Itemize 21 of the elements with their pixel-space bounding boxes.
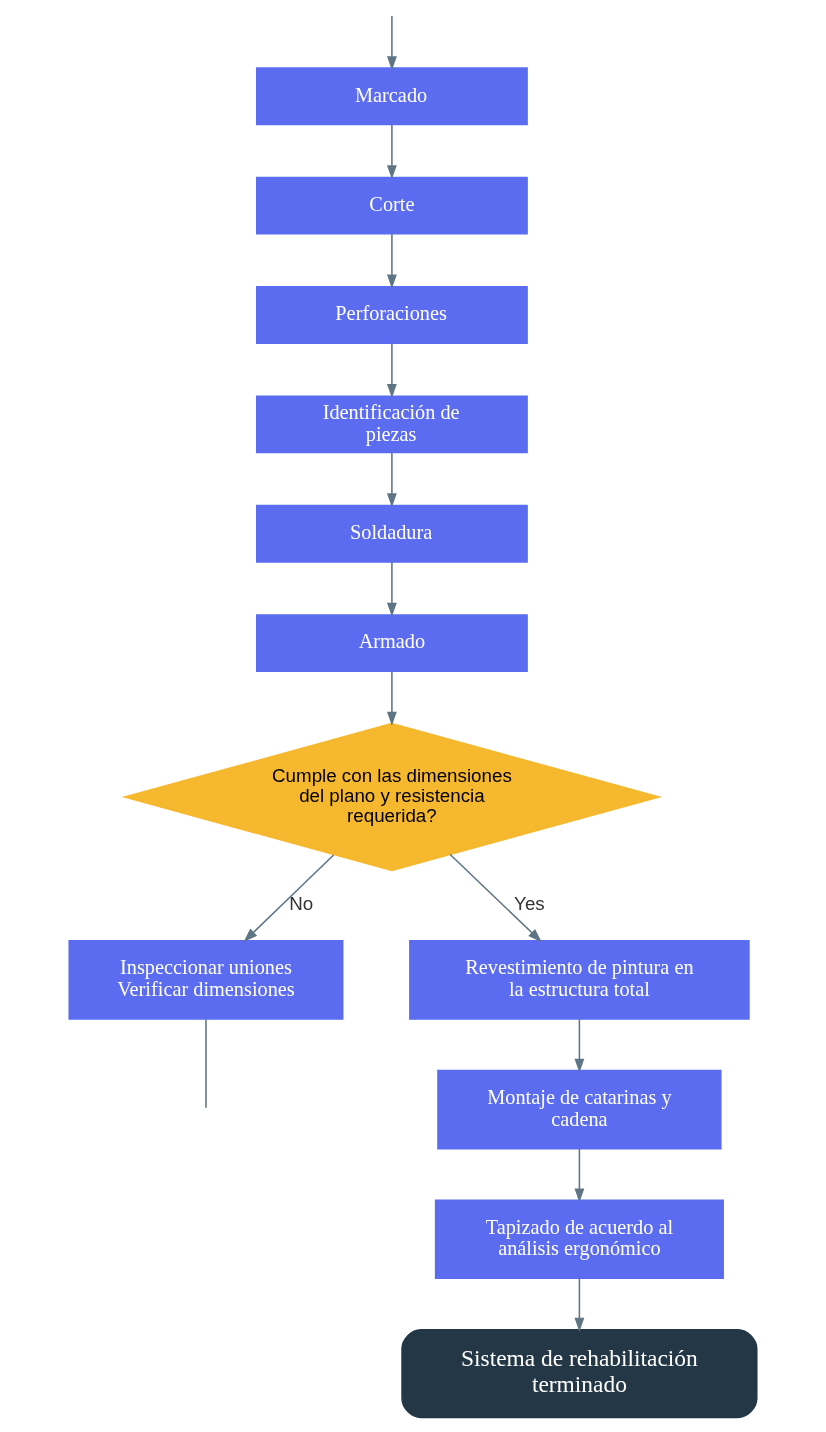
arrow [387,670,397,726]
node-diamond: Cumple con las dimensiones del plano y resistencia requerida? [121,722,663,872]
arrow [387,561,397,617]
arrow [243,854,335,942]
node-box: Tapizado de acuerdo al análisis ergonómico [434,1199,724,1280]
arrow [387,342,397,398]
node-box: Sistema de rehabilitación terminado [401,1329,758,1419]
connector [205,1018,207,1109]
arrow [574,1018,585,1073]
arrow [387,123,397,180]
arrow [449,853,542,943]
node-box: Inspeccionar uniones Verificar dimensiones [68,940,344,1020]
arrow [387,451,397,508]
arrow [574,1148,585,1203]
arrow [387,15,397,71]
arrow [387,233,397,289]
node-box: Revestimiento de pintura en la estructura total [409,940,750,1020]
edge-label: Yes [514,893,545,915]
edge-label: No [289,893,314,915]
arrow [574,1277,585,1332]
node-box: Montaje de catarinas y cadena [437,1069,722,1150]
